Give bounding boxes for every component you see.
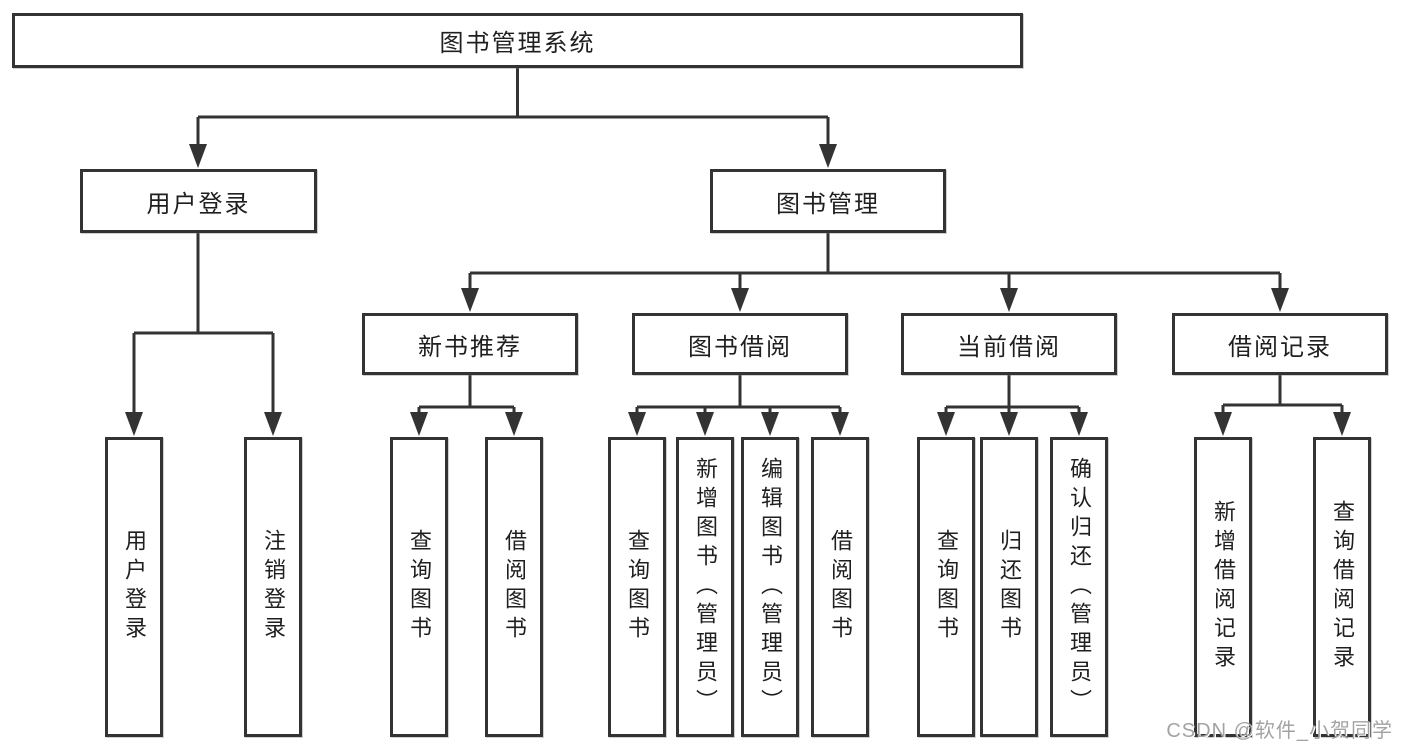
leaf-confirm-return-admin-label: 确认归还（管理员） (1067, 456, 1092, 718)
leaf-borrow-books: 借阅图书 (811, 437, 869, 737)
leaf-user-login: 用户登录 (105, 437, 163, 737)
node-new-book-recommend-label: 新书推荐 (418, 333, 522, 361)
node-book-borrow-label: 图书借阅 (688, 333, 792, 361)
node-user-login-label: 用户登录 (146, 190, 251, 218)
leaf-borrow-books-recommend: 借阅图书 (485, 437, 543, 737)
leaf-return-books: 归还图书 (980, 437, 1038, 737)
leaf-query-books-current-label: 查询图书 (934, 529, 959, 645)
node-new-book-recommend: 新书推荐 (362, 313, 578, 375)
leaf-add-borrow-record: 新增借阅记录 (1194, 437, 1252, 737)
node-current-borrow-label: 当前借阅 (957, 333, 1061, 361)
leaf-edit-books-admin-label: 编辑图书（管理员） (758, 456, 783, 718)
node-borrow-records-label: 借阅记录 (1228, 333, 1332, 361)
leaf-logout: 注销登录 (244, 437, 302, 737)
leaf-add-books-admin-label: 新增图书（管理员） (693, 456, 718, 718)
leaf-query-borrow-record-label: 查询借阅记录 (1330, 500, 1355, 674)
node-borrow-records: 借阅记录 (1172, 313, 1388, 375)
node-book-management: 图书管理 (710, 169, 946, 233)
node-book-management-label: 图书管理 (776, 190, 880, 218)
leaf-edit-books-admin: 编辑图书（管理员） (741, 437, 799, 737)
leaf-query-borrow-record: 查询借阅记录 (1313, 437, 1371, 737)
leaf-query-books-recommend: 查询图书 (390, 437, 448, 737)
arrowheads (125, 144, 1351, 436)
leaf-query-books-borrow: 查询图书 (608, 437, 666, 737)
leaf-query-books-recommend-label: 查询图书 (407, 529, 432, 645)
leaf-borrow-books-label: 借阅图书 (828, 529, 853, 645)
leaf-query-books-current: 查询图书 (917, 437, 975, 737)
leaf-borrow-books-recommend-label: 借阅图书 (502, 529, 527, 645)
node-user-login: 用户登录 (80, 169, 317, 233)
node-book-borrow: 图书借阅 (632, 313, 848, 375)
leaf-add-books-admin: 新增图书（管理员） (676, 437, 734, 737)
leaf-return-books-label: 归还图书 (997, 529, 1022, 645)
leaf-confirm-return-admin: 确认归还（管理员） (1050, 437, 1108, 737)
node-root: 图书管理系统 (12, 13, 1023, 68)
node-current-borrow: 当前借阅 (901, 313, 1117, 375)
csdn-watermark: CSDN @软件_小贺同学 (1166, 720, 1393, 742)
leaf-add-borrow-record-label: 新增借阅记录 (1211, 500, 1236, 674)
leaf-user-login-label: 用户登录 (122, 529, 147, 645)
node-root-label: 图书管理系统 (439, 30, 596, 57)
leaf-logout-label: 注销登录 (261, 529, 286, 645)
leaf-query-books-borrow-label: 查询图书 (625, 529, 650, 645)
